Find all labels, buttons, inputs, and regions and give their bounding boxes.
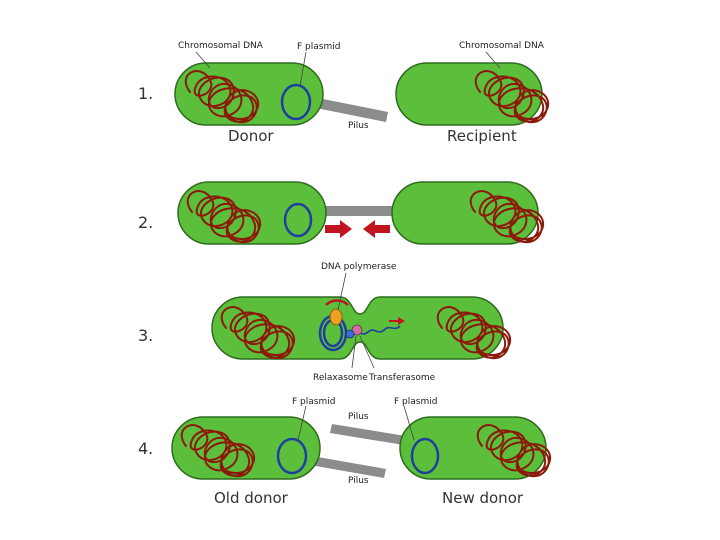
leader-line — [297, 405, 307, 441]
transfer-arrow — [389, 317, 405, 325]
label-pilus: Pilus — [348, 121, 369, 131]
label-f-plasmid-old: F plasmid — [292, 397, 335, 407]
label-transferasome: Transferasome — [368, 373, 436, 383]
pilus-step4-bottom — [310, 456, 386, 478]
arrow-right — [325, 220, 352, 238]
arrow-left — [363, 220, 390, 238]
step-4-number: 4. — [138, 439, 153, 458]
step-2: 2. — [138, 181, 545, 245]
leader-line — [485, 51, 501, 69]
leader-line — [351, 335, 357, 369]
transferasome — [345, 329, 355, 339]
label-f-plasmid: F plasmid — [297, 42, 340, 52]
label-pilus-bottom: Pilus — [348, 476, 369, 486]
step-2-number: 2. — [138, 213, 153, 232]
label-chromosomal-dna-recipient: Chromosomal DNA — [459, 41, 545, 51]
step-1-number: 1. — [138, 84, 153, 103]
label-chromosomal-dna-donor: Chromosomal DNA — [178, 41, 264, 51]
label-relaxasome: Relaxasome — [313, 373, 368, 383]
leader-line — [299, 51, 307, 87]
label-donor: Donor — [228, 127, 274, 145]
label-new-donor: New donor — [442, 489, 524, 507]
step-4: 4. F plasmid Pilus F plasmid Pilus Old d… — [138, 397, 552, 507]
donor-cell — [174, 62, 324, 126]
leader-line — [337, 272, 347, 311]
donor-f-plasmid — [280, 83, 312, 121]
step-3-number: 3. — [138, 326, 153, 345]
pilus-step1 — [306, 96, 388, 122]
label-pilus-top: Pilus — [348, 412, 369, 422]
rotation-arrow — [325, 299, 349, 306]
new-donor-f-plasmid — [410, 437, 440, 475]
pilus-step4-top — [330, 424, 412, 446]
donor-f-plasmid-step2 — [283, 202, 313, 238]
step-3: 3. DNA polymerase Relaxasome Transferaso… — [138, 262, 512, 383]
leader-line — [359, 335, 375, 369]
label-old-donor: Old donor — [214, 489, 289, 507]
dna-polymerase — [329, 308, 343, 326]
label-dna-polymerase: DNA polymerase — [321, 262, 397, 272]
pilus-step2 — [318, 206, 400, 216]
step-1: 1. Chromosomal DNA F plasmid Chromosomal… — [138, 41, 550, 145]
leader-line — [403, 405, 415, 441]
leader-line — [195, 51, 211, 69]
label-f-plasmid-new: F plasmid — [394, 397, 437, 407]
relaxasome — [351, 324, 363, 336]
label-recipient: Recipient — [447, 127, 517, 145]
old-donor-f-plasmid — [276, 437, 308, 475]
